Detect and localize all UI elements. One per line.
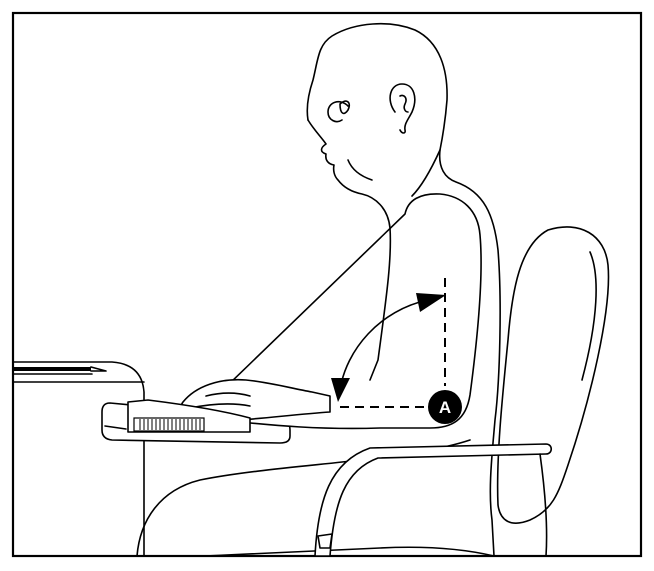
marker-a: A	[428, 390, 462, 424]
marker-label: A	[439, 398, 451, 417]
